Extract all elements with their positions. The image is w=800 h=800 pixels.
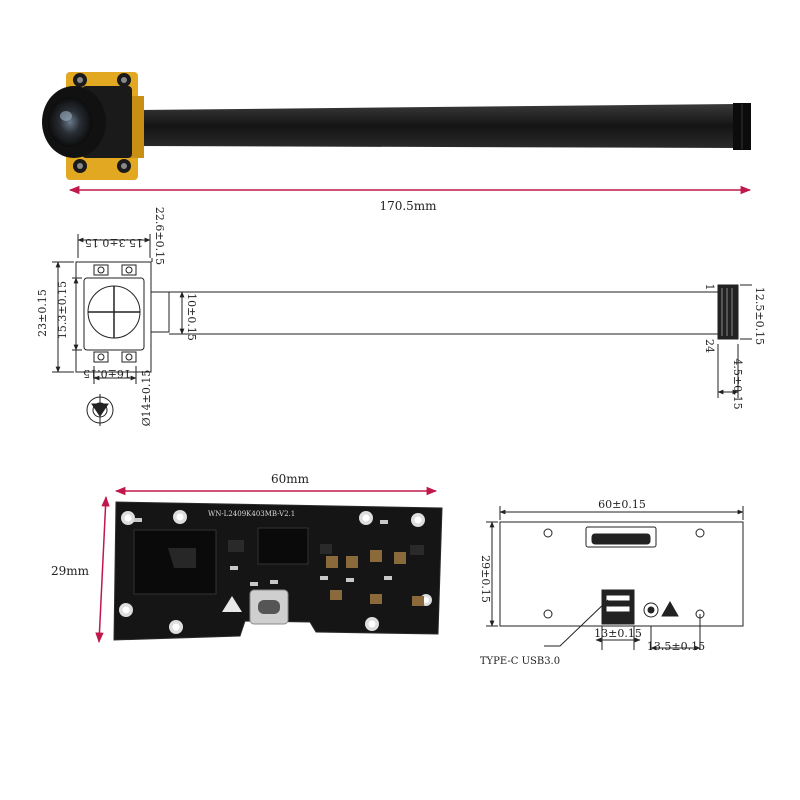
- pcb-drawing: [486, 506, 744, 651]
- drawing-pcb-outline: [499, 521, 744, 627]
- label-hole-spacing: 16±0.15: [83, 367, 131, 380]
- label-port-offset: 13.5±0.15: [647, 640, 705, 653]
- ribbon-cable: [138, 104, 738, 148]
- label-lens-diameter: Ø14±0.15: [140, 370, 153, 427]
- pcb-width-label: 60mm: [271, 472, 310, 486]
- label-board-height-total: 22.6±0.15: [153, 207, 166, 265]
- label-board-width: 15.3±0.15: [85, 236, 143, 249]
- pcb-drawing-labels: 60±0.15 29±0.15 13±0.15 13.5±0.15 TYPE-C…: [479, 498, 705, 667]
- label-port-type: TYPE-C USB3.0: [480, 656, 560, 667]
- camera-drawing: [52, 234, 752, 426]
- label-cable-width: 10±0.15: [185, 293, 198, 341]
- camera-drawing-labels: 15.3±0.15 22.6±0.15 23±0.15 15.3±0.15 16…: [36, 207, 766, 426]
- label-height-inner: 15.3±0.15: [56, 281, 69, 339]
- drawing-connector: [717, 284, 739, 340]
- label-connector-height: 12.5±0.15: [753, 287, 766, 345]
- pcb-height-dimension-line: [95, 495, 110, 644]
- pcb-second-chip: [257, 527, 309, 565]
- label-pin-first: 1: [703, 284, 716, 291]
- label-connector-depth: 4.5±0.15: [731, 358, 744, 409]
- label-pin-last: 24: [703, 339, 716, 353]
- lens-side-symbol: [86, 394, 114, 426]
- label-pcb-width: 60±0.15: [598, 498, 646, 511]
- length-label: 170.5mm: [379, 199, 437, 213]
- pcb-height-label: 29mm: [51, 564, 90, 578]
- label-pcb-height: 29±0.15: [479, 555, 492, 603]
- label-height-outer: 23±0.15: [36, 289, 49, 337]
- camera-photo: 170.5mm: [42, 72, 752, 213]
- label-port-width: 13±0.15: [594, 627, 642, 640]
- pcb-silkscreen-text: WN-L2409K403MB-V2.1: [208, 510, 295, 518]
- pcb-photo: 60mm 29mm: [51, 472, 443, 644]
